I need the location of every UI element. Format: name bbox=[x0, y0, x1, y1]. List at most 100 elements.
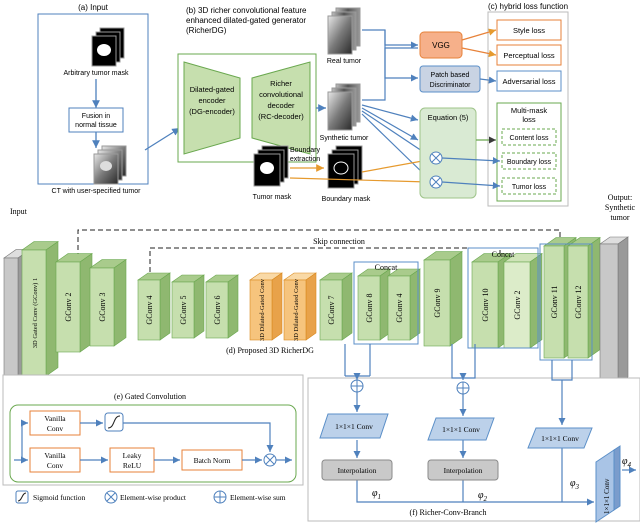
gated-product-icon bbox=[263, 453, 277, 467]
network-blocks: 3D Gated Conv (GConv) 1 GConv 2 GConv 3 GCo… bbox=[3, 236, 629, 411]
generator-title-3: (RicherDG) bbox=[186, 26, 227, 35]
block-gconv1: 3D Gated Conv (GConv) 1 bbox=[21, 241, 59, 377]
adversarial-loss-box bbox=[496, 70, 562, 92]
perceptual-loss-label: Perceptual loss bbox=[503, 51, 555, 60]
block-gconv4-label: GConv 4 bbox=[145, 295, 154, 324]
arbitrary-mask-label: Arbitrary tumor mask bbox=[64, 70, 129, 77]
frame-gconv11-12 bbox=[539, 243, 593, 361]
block-gconv5-label: GConv 5 bbox=[179, 295, 188, 324]
branch-conv3-label: 1×1×1 Conv bbox=[541, 434, 579, 443]
leaky-relu-box bbox=[109, 447, 155, 473]
real-tumor-label: Real tumor bbox=[327, 58, 362, 65]
multimask-line1: Multi-mask bbox=[511, 106, 548, 115]
block-gconv4b-label: GConv 4 bbox=[395, 293, 404, 322]
block-gconv2b-label: GConv 2 bbox=[513, 290, 522, 319]
gated-title: (e) Gated Convolution bbox=[114, 392, 186, 401]
net-output-line1: Output: bbox=[608, 193, 632, 202]
block-gconv3: GConv 3 bbox=[89, 259, 127, 347]
skip-connection-label: Skip connection bbox=[313, 237, 365, 246]
real-tumor-image bbox=[327, 7, 361, 55]
ct-image bbox=[93, 145, 127, 185]
tumor-mask-label: Tumor mask bbox=[253, 194, 292, 201]
boundary-loss-box bbox=[501, 152, 557, 170]
block-gconv5: GConv 5 bbox=[171, 274, 205, 339]
decoder-line2: convolutional bbox=[259, 90, 303, 99]
block-gconv1-label: 3D Gated Conv (GConv) 1 bbox=[32, 278, 39, 348]
block-gconv8: GConv 8 bbox=[357, 268, 391, 341]
legend-sum-icon bbox=[213, 490, 227, 504]
branch-conv2-label: 1×1×1 Conv bbox=[442, 425, 480, 434]
branch-conv4-label: 1×1×1 Conv bbox=[603, 478, 611, 514]
legend-product: Element-wise product bbox=[120, 493, 187, 502]
dg-encoder bbox=[183, 61, 241, 155]
fusion-line2: normal tissue bbox=[75, 122, 117, 129]
interp2-label: Interpolation bbox=[444, 466, 483, 475]
interp-box-1 bbox=[321, 459, 393, 481]
block-gconv12-label: GConv 12 bbox=[574, 285, 583, 318]
content-loss-label: Content loss bbox=[510, 135, 549, 142]
branch-conv-3 bbox=[527, 427, 593, 449]
legend-sigmoid-icon bbox=[15, 490, 29, 504]
style-loss-label: Style loss bbox=[513, 26, 545, 35]
fusion-box bbox=[68, 107, 124, 133]
block-gconv3-label: GConv 3 bbox=[98, 292, 107, 321]
block-gconv7-label: GConv 7 bbox=[327, 295, 336, 324]
legend-sigmoid: Sigmoid function bbox=[33, 493, 86, 502]
tumor-mask-image bbox=[253, 145, 289, 187]
branch-conv1-label: 1×1×1 Conv bbox=[335, 422, 373, 431]
concat-frame-2 bbox=[467, 247, 539, 349]
multimask-line2: loss bbox=[522, 115, 536, 124]
rc-decoder bbox=[251, 61, 311, 155]
boundary-mask-image bbox=[327, 145, 363, 189]
block-gconv12: GConv 12 bbox=[567, 237, 601, 359]
decoder-line3: decoder bbox=[267, 101, 295, 110]
encoder-line1: Dilated-gated bbox=[190, 85, 235, 94]
synthetic-tumor-label: Synthetic tumor bbox=[320, 135, 369, 142]
tumor-loss-label: Tumor loss bbox=[512, 184, 547, 191]
block-gconv7: GConv 7 bbox=[319, 272, 353, 341]
vconv2-line2: Conv bbox=[47, 461, 64, 470]
boundary-extraction-1: Boundary bbox=[290, 147, 320, 154]
decoder-line1: Richer bbox=[270, 79, 292, 88]
synthetic-tumor-image bbox=[327, 83, 361, 131]
product-icon-2 bbox=[429, 175, 443, 189]
generator-title-1: (b) 3D richer convolutional feature bbox=[186, 6, 307, 15]
interp-box-2 bbox=[427, 459, 499, 481]
branch-sum-icon-2 bbox=[456, 381, 470, 395]
block-gconv2-label: GConv 2 bbox=[64, 292, 73, 321]
style-loss-box bbox=[496, 19, 562, 41]
block-gconv8-label: GConv 8 bbox=[365, 293, 374, 322]
net-output-line3: tumor bbox=[610, 213, 629, 222]
block-gconv11-label: GConv 11 bbox=[550, 286, 559, 319]
legend-sum: Element-wise sum bbox=[230, 493, 286, 502]
block-dilated-1-label: 3D Dilated-Gated Conv bbox=[259, 278, 266, 341]
block-gconv9: GConv 9 bbox=[423, 251, 463, 347]
vconv2-line1: Vanilla bbox=[44, 451, 66, 460]
input-panel: (a) Input Arbitrary tumor mask Fusion in… bbox=[37, 3, 149, 195]
block-gconv4b: GConv 4 bbox=[387, 268, 421, 341]
vconv1-line1: Vanilla bbox=[44, 414, 66, 423]
branch-sum-icon-1 bbox=[350, 379, 364, 393]
block-dilated-2: 3D Dilated-Gated Conv bbox=[283, 272, 317, 341]
vgg-box bbox=[419, 31, 463, 59]
leaky-line1: Leaky bbox=[123, 451, 142, 460]
vgg-label: VGG bbox=[432, 41, 450, 50]
content-loss-box bbox=[501, 128, 557, 146]
phi2-symbol: φ2 bbox=[478, 490, 488, 503]
output-volume bbox=[599, 236, 629, 385]
block-gconv10-label: GConv 10 bbox=[481, 288, 490, 321]
fusion-line1: Fusion in bbox=[82, 113, 111, 120]
net-output-line2: Synthetic bbox=[605, 203, 636, 212]
adversarial-loss-label: Adversarial loss bbox=[503, 77, 556, 86]
discriminator-line2: Discriminator bbox=[430, 82, 472, 89]
block-gconv9-label: GConv 9 bbox=[433, 288, 442, 317]
interp1-label: Interpolation bbox=[338, 466, 377, 475]
phi1-symbol: φ1 bbox=[372, 488, 381, 501]
block-gconv4: GConv 4 bbox=[137, 272, 171, 341]
generator-title-2: enhanced dilated-gated generator bbox=[186, 16, 306, 25]
boundary-mask-label: Boundary mask bbox=[322, 196, 371, 203]
boundary-loss-label: Boundary loss bbox=[507, 159, 552, 166]
product-icon-1 bbox=[429, 151, 443, 165]
branch-panel bbox=[307, 377, 640, 522]
branch-conv-2 bbox=[427, 417, 495, 441]
